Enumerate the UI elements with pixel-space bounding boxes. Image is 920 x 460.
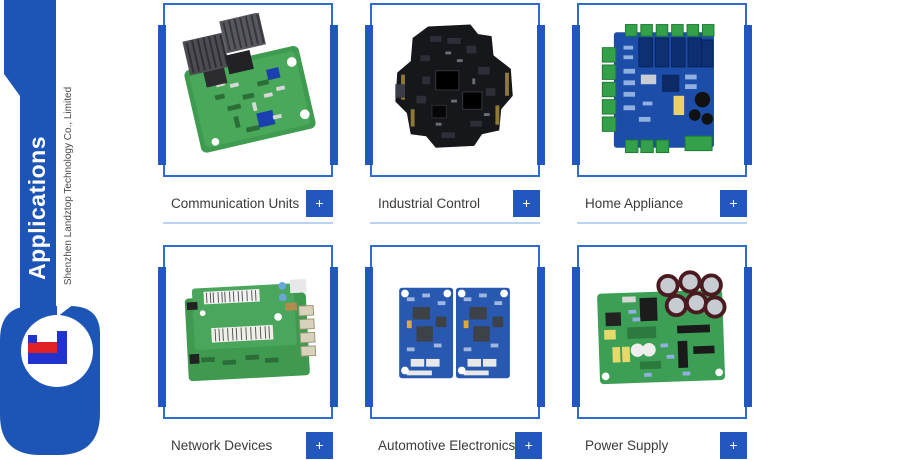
card-label-industrial-control[interactable]: Industrial Control (378, 195, 481, 211)
card-image-automotive-electronics[interactable] (365, 245, 545, 419)
card-image-power-supply[interactable] (572, 245, 752, 419)
card-image-network-devices[interactable] (158, 245, 338, 419)
card-image-home-appliance[interactable] (572, 3, 752, 177)
pcb-photo-communication-units (182, 13, 316, 153)
card-divider (577, 222, 747, 224)
plus-button-industrial-control[interactable]: + (513, 189, 540, 217)
plus-button-network-devices[interactable]: + (306, 431, 333, 459)
pcb-photo-automotive-electronics (399, 287, 510, 379)
section-title: Applications (24, 136, 50, 281)
company-ribbon (57, 55, 83, 317)
card-label-home-appliance[interactable]: Home Appliance (585, 195, 684, 211)
card-label-automotive-electronics[interactable]: Automotive Electronics (378, 437, 516, 453)
pcb-photo-home-appliance (601, 24, 715, 154)
plus-button-home-appliance[interactable]: + (720, 189, 747, 217)
plus-button-automotive-electronics[interactable]: + (515, 431, 543, 459)
card-divider (370, 222, 540, 224)
card-label-power-supply[interactable]: Power Supply (585, 437, 669, 453)
card-power-supply: Power Supply + (572, 245, 752, 460)
pcb-photo-network-devices (184, 278, 317, 382)
card-image-communication-units[interactable] (158, 3, 338, 177)
card-communication-units: Communication Units + (158, 3, 338, 224)
card-divider (163, 222, 333, 224)
pcb-photo-industrial-control (395, 24, 513, 148)
plus-button-communication-units[interactable]: + (306, 189, 333, 217)
banner-graphic (0, 0, 100, 455)
pcb-photo-power-supply (597, 270, 727, 385)
card-image-industrial-control[interactable] (365, 3, 545, 177)
card-label-network-devices[interactable]: Network Devices (171, 437, 273, 453)
card-home-appliance: Home Appliance + (572, 3, 752, 224)
company-name: Shenzhen Landztop Technology Co., Limite… (63, 86, 74, 286)
landztop-logo-icon (28, 331, 67, 364)
card-label-communication-units[interactable]: Communication Units (171, 195, 300, 211)
card-industrial-control: Industrial Control + (365, 3, 545, 224)
card-network-devices: Network Devices + (158, 245, 338, 460)
plus-button-power-supply[interactable]: + (720, 431, 747, 459)
card-automotive-electronics: Automotive Electronics + (365, 245, 545, 460)
